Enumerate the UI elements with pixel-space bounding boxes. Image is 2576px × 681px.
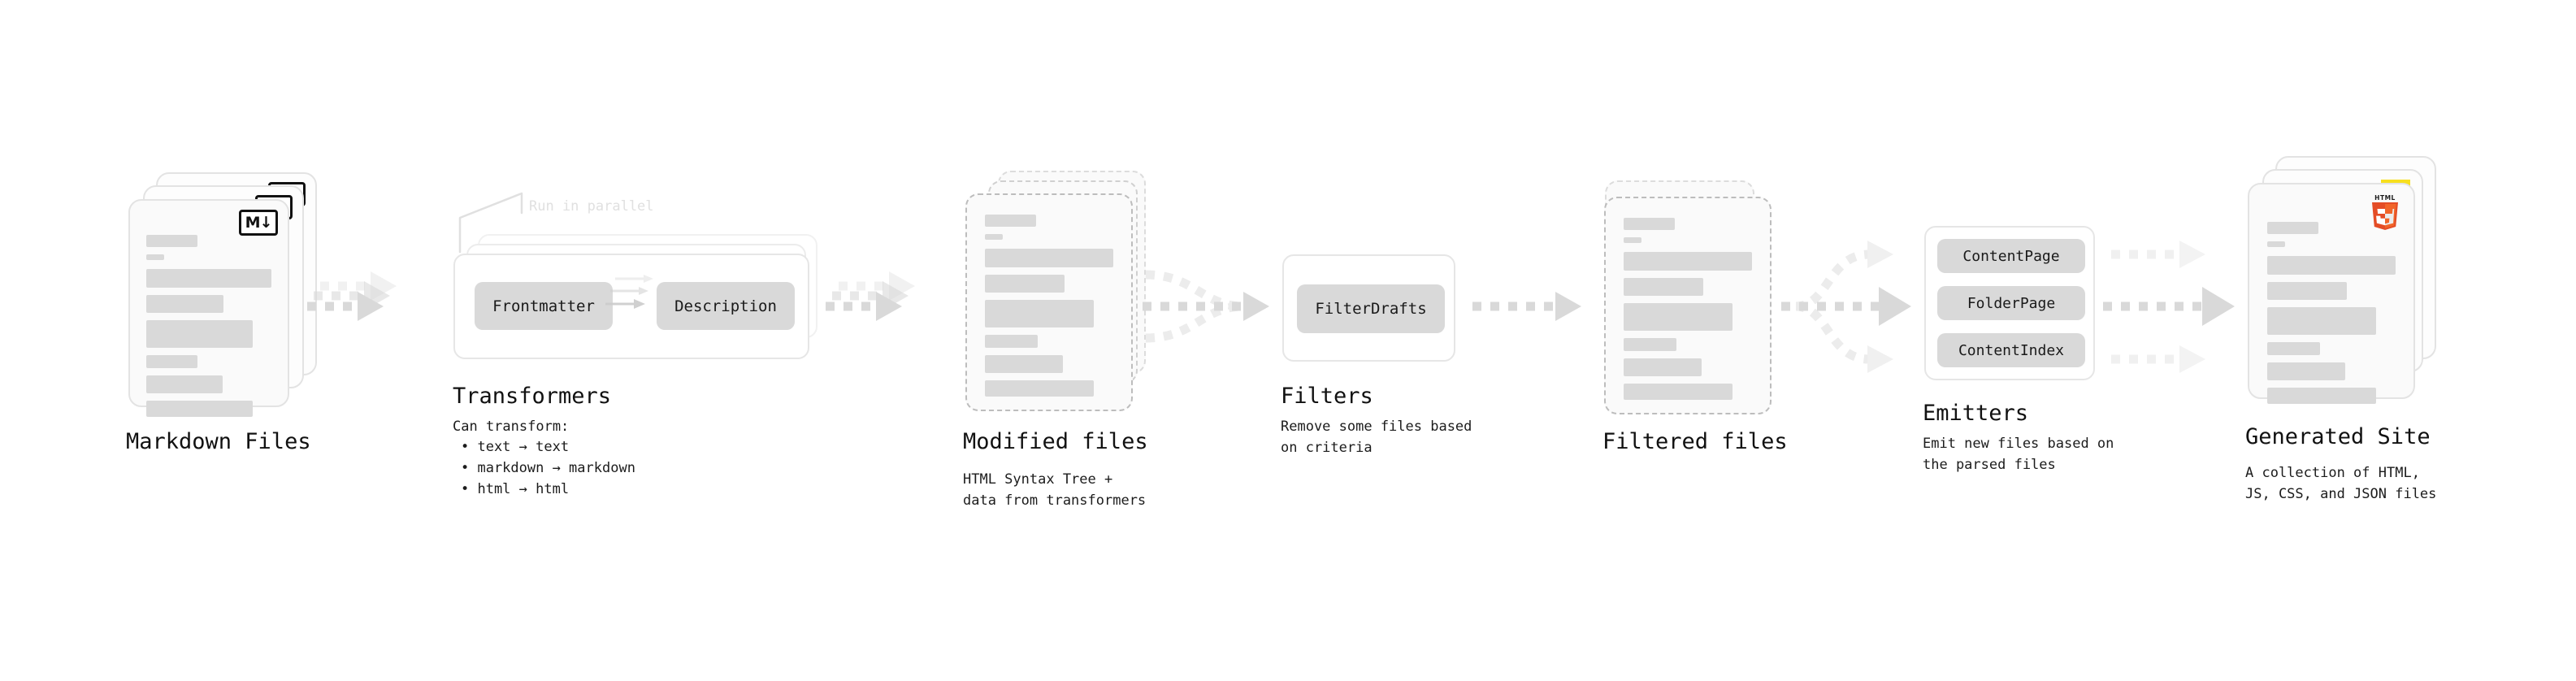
- emitters-title: Emitters: [1923, 401, 2029, 426]
- filters-box: FilterDrafts: [1282, 254, 1455, 362]
- markdown-skeleton-lines: [146, 235, 271, 424]
- transformers-title: Transformers: [453, 384, 612, 409]
- emitters-subtitle: Emit new files based on the parsed files: [1923, 436, 2114, 473]
- filters-title: Filters: [1281, 384, 1373, 409]
- filtered-card-front: [1604, 197, 1772, 414]
- modified-files-title: Modified files: [963, 429, 1148, 454]
- transformer-chip-description[interactable]: Description: [657, 282, 795, 330]
- svg-text:HTML: HTML: [2374, 194, 2396, 202]
- transformers-bullet-0: • text → text: [461, 439, 570, 455]
- markdown-files-title: Markdown Files: [126, 429, 311, 454]
- filtered-skeleton-lines: [1624, 218, 1752, 407]
- arrow-markdown-to-transformers: [307, 271, 397, 321]
- generated-site-subtitle: A collection of HTML, JS, CSS, and JSON …: [2245, 465, 2437, 502]
- filtered-files-title: Filtered files: [1602, 429, 1788, 454]
- filter-chip-filterdrafts[interactable]: FilterDrafts: [1297, 284, 1445, 333]
- emitter-chip-contentindex[interactable]: ContentIndex: [1937, 333, 2085, 367]
- emitter-chip-contentpage[interactable]: ContentPage: [1937, 239, 2085, 273]
- transformers-box-front: Frontmatter Description: [453, 254, 809, 359]
- modified-skeleton-lines: [985, 215, 1113, 404]
- generated-card-front: HTML: [2248, 183, 2415, 404]
- arrow-transformers-to-modified: [826, 271, 915, 321]
- emitters-box: ContentPage FolderPage ContentIndex: [1924, 226, 2095, 380]
- filters-subtitle: Remove some files based on criteria: [1281, 419, 1472, 456]
- markdown-card-front: M↓: [128, 199, 289, 417]
- arrow-modified-to-filters: [1143, 270, 1269, 343]
- transformers-subtitle: Can transform:: [453, 419, 570, 435]
- transformers-bullet-1: • markdown → markdown: [461, 460, 635, 476]
- arrow-filtered-to-emitters: [1781, 241, 1911, 373]
- html5-icon: HTML: [2368, 193, 2402, 230]
- markdown-icon: M↓: [239, 210, 278, 236]
- modified-card-front: [965, 193, 1133, 411]
- generated-site-title: Generated Site: [2245, 424, 2431, 449]
- modified-files-subtitle: HTML Syntax Tree + data from transformer…: [963, 471, 1147, 509]
- arrow-emitters-to-site: [2103, 241, 2235, 373]
- transformers-bullet-2: • html → html: [461, 481, 570, 497]
- generated-skeleton-lines: [2267, 222, 2396, 411]
- run-in-parallel-label: Run in parallel: [529, 198, 654, 215]
- arrow-filters-to-filtered: [1472, 292, 1581, 321]
- emitter-chip-folderpage[interactable]: FolderPage: [1937, 286, 2085, 320]
- transformer-chip-frontmatter[interactable]: Frontmatter: [475, 282, 613, 330]
